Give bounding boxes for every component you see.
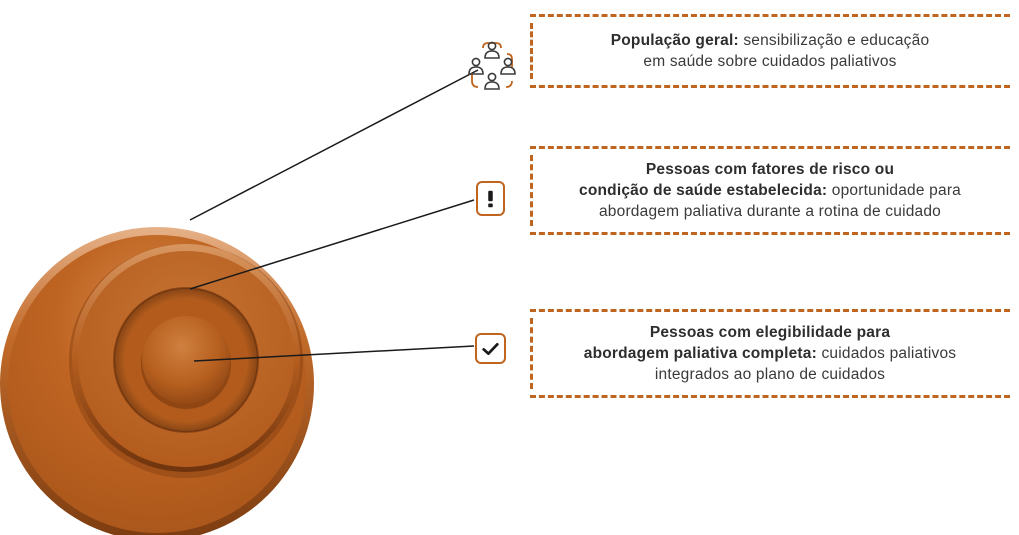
checkmark-icon-frame xyxy=(475,333,506,364)
box-fatores-de-risco: Pessoas com fatores de risco ou condição… xyxy=(530,146,1010,235)
populacao-title: População geral: xyxy=(610,32,739,49)
risco-title-2: condição de saúde estabelecida: xyxy=(579,182,828,199)
elegibilidade-desc-2: integrados ao plano de cuidados xyxy=(654,366,886,383)
box-risco-text: Pessoas com fatores de risco ou condição… xyxy=(573,159,967,222)
elegibilidade-title-1: Pessoas com elegibilidade para xyxy=(649,324,891,341)
risco-desc-1: oportunidade para xyxy=(827,182,961,199)
elegibilidade-title-2: abordagem paliativa completa: xyxy=(583,345,817,362)
risco-desc-2: abordagem paliativa durante a rotina de … xyxy=(598,203,942,220)
box-elegibilidade-text: Pessoas com elegibilidade para abordagem… xyxy=(578,322,962,385)
checkmark-icon xyxy=(482,342,499,355)
box-elegibilidade: Pessoas com elegibilidade para abordagem… xyxy=(530,309,1010,398)
bullseye xyxy=(142,316,230,404)
populacao-desc-2: em saúde sobre cuidados paliativos xyxy=(643,53,897,70)
connector-line-risco xyxy=(189,199,475,290)
populacao-desc-1: sensibilização e educação xyxy=(738,32,930,49)
connector-line-populacao xyxy=(189,69,479,221)
box-populacao-geral: População geral: sensibilização e educaç… xyxy=(530,14,1010,88)
people-group-icon xyxy=(468,41,516,90)
elegibilidade-desc-1: cuidados paliativos xyxy=(816,345,957,362)
exclamation-icon xyxy=(488,190,493,207)
box-populacao-text: População geral: sensibilização e educaç… xyxy=(605,30,936,72)
exclamation-icon-frame xyxy=(476,181,505,216)
risco-title-1: Pessoas com fatores de risco ou xyxy=(645,161,895,178)
connector-line-elegibilidade xyxy=(193,345,475,362)
